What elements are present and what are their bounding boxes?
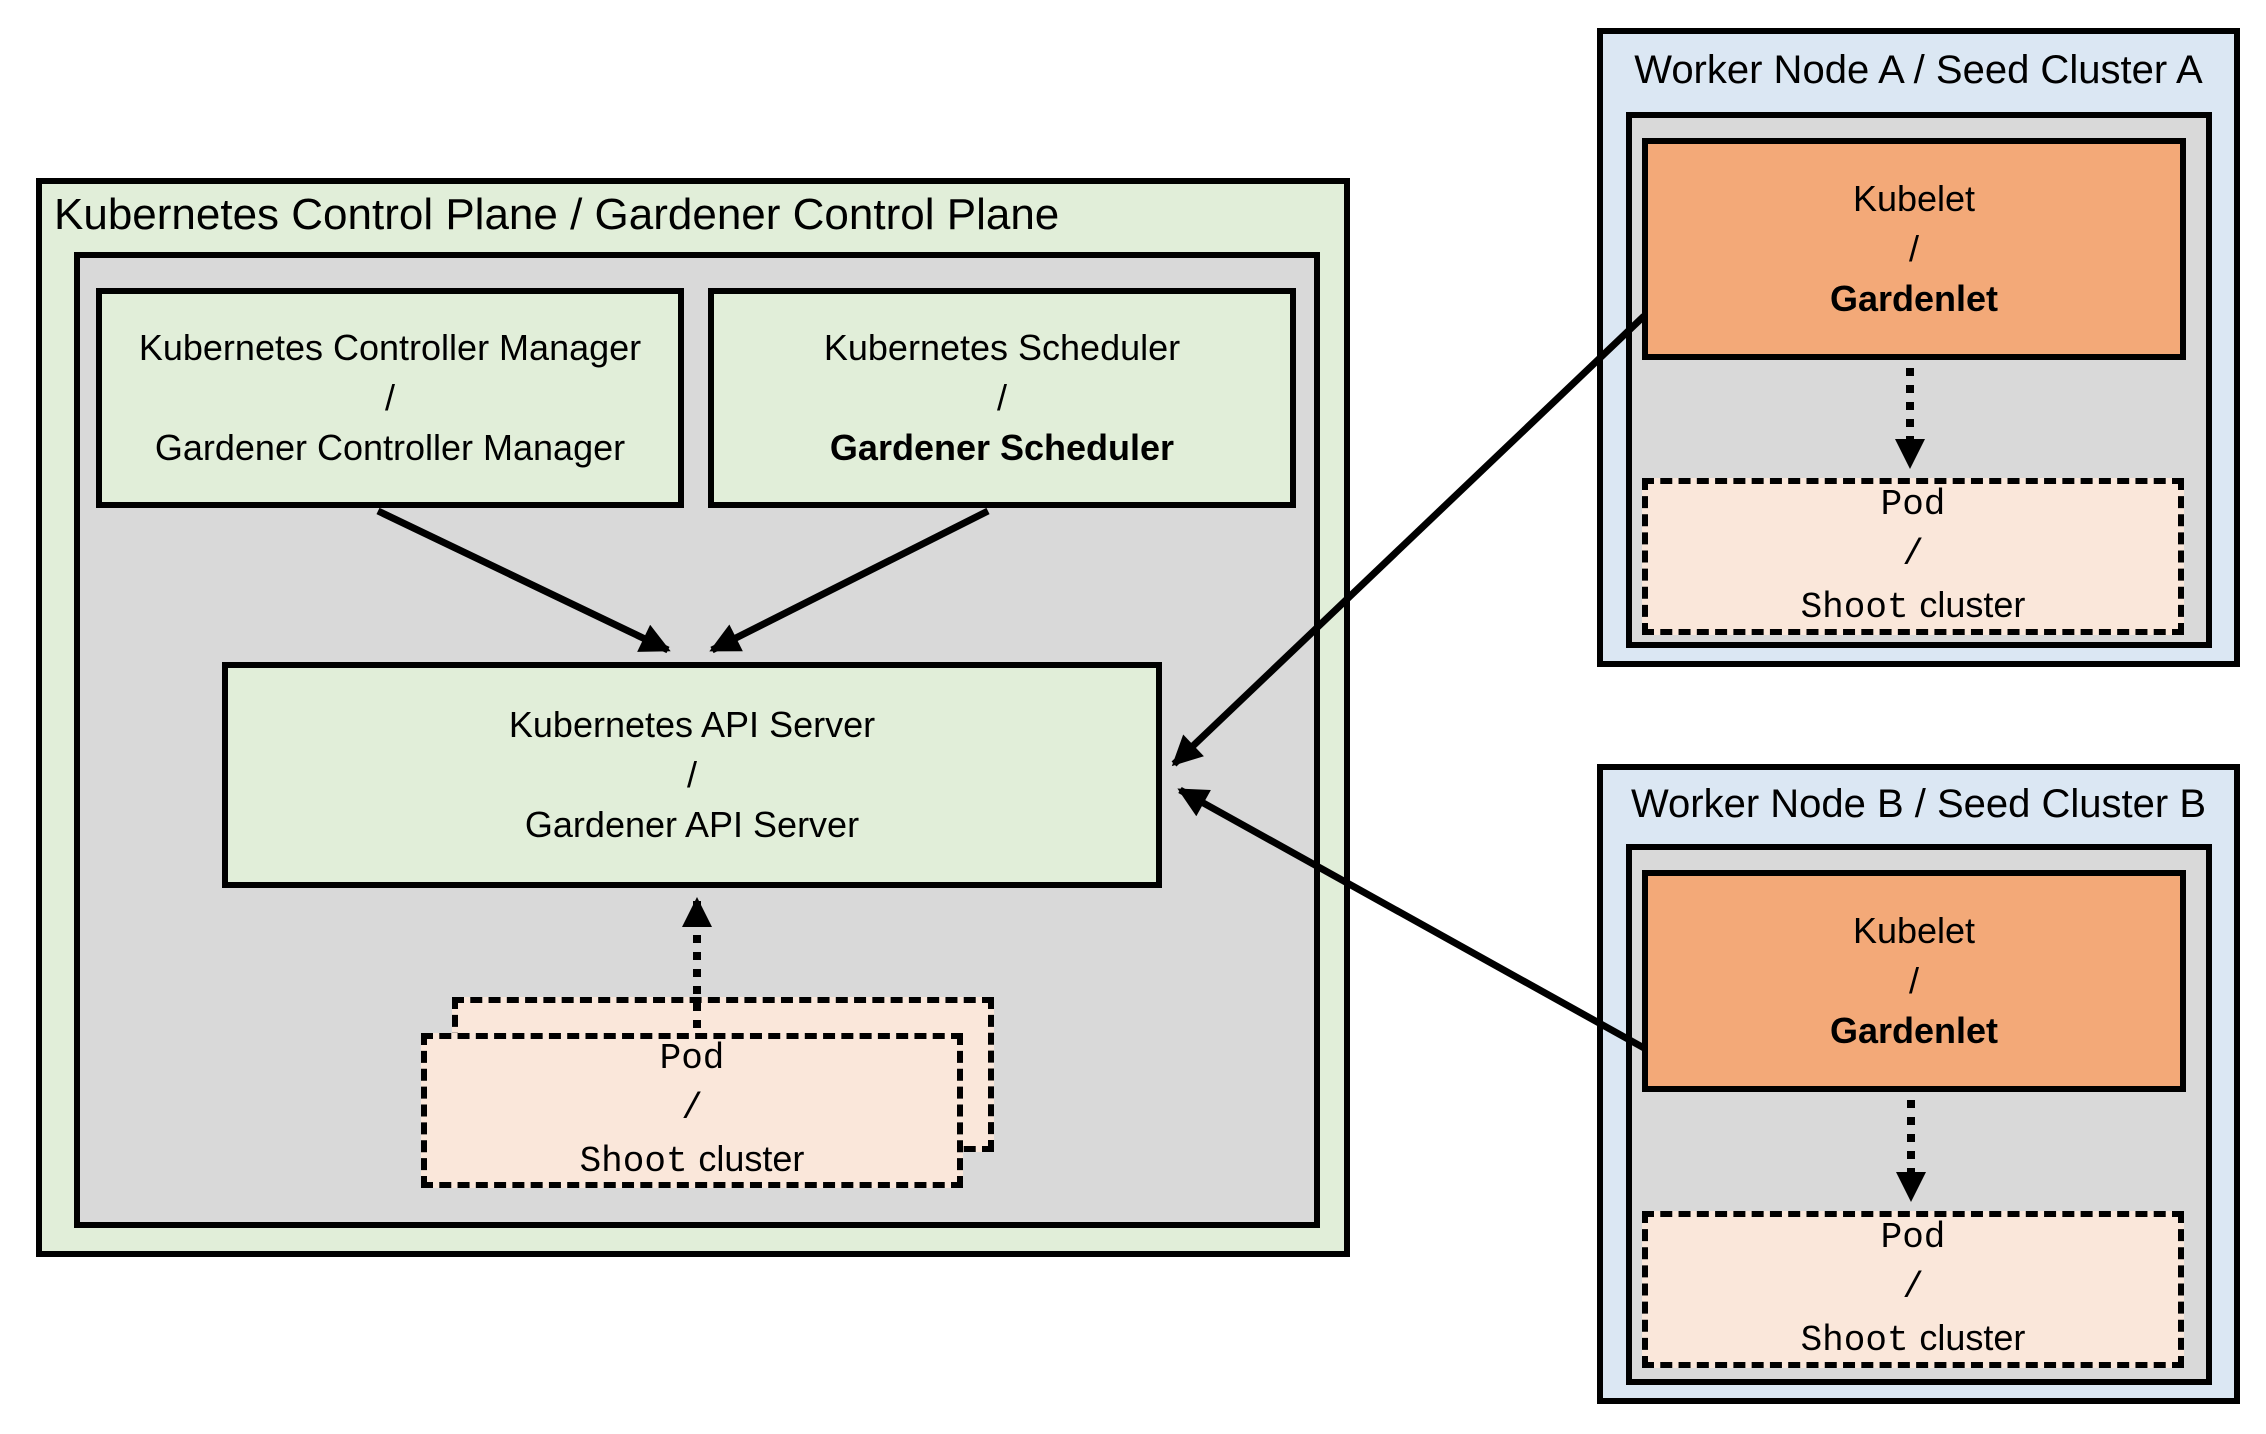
pod-b-line1: Pod <box>1880 1217 1946 1258</box>
kubelet-gardenlet-b-box: Kubelet / Gardenlet <box>1642 870 2186 1092</box>
pod-line1: Pod <box>659 1038 725 1079</box>
kubelet-b-separator: / <box>1908 960 1919 1001</box>
kubelet-b-line2: Gardenlet <box>1829 1010 1999 1051</box>
api-server-box: Kubernetes API Server / Gardener API Ser… <box>222 662 1162 888</box>
pod-a-line2-code: Shoot <box>1800 587 1909 628</box>
scheduler-line1: Kubernetes Scheduler <box>823 327 1181 368</box>
worker-node-a-title: Worker Node A / Seed Cluster A <box>1597 28 2240 112</box>
controller-manager-line2: Gardener Controller Manager <box>154 427 626 468</box>
control-plane-title-label: Kubernetes Control Plane / Gardener Cont… <box>54 190 1060 239</box>
pod-a-separator: / <box>1902 534 1924 575</box>
worker-node-b-title: Worker Node B / Seed Cluster B <box>1597 764 2240 844</box>
kubelet-gardenlet-a-box: Kubelet / Gardenlet <box>1642 138 2186 360</box>
pod-b-separator: / <box>1902 1267 1924 1308</box>
kubelet-b-line1: Kubelet <box>1852 910 1976 951</box>
kubelet-a-separator: / <box>1908 228 1919 269</box>
scheduler-line2: Gardener Scheduler <box>829 427 1175 468</box>
kubelet-a-line2: Gardenlet <box>1829 278 1999 319</box>
pod-b-line2-code: Shoot <box>1800 1320 1909 1361</box>
pod-line2-plain: cluster <box>698 1138 805 1179</box>
api-server-line1: Kubernetes API Server <box>508 704 876 745</box>
pod-b-line2-plain: cluster <box>1919 1317 2026 1358</box>
kubelet-a-line1: Kubelet <box>1852 178 1976 219</box>
pod-a-line1: Pod <box>1880 484 1946 525</box>
pod-a-line2-plain: cluster <box>1919 584 2026 625</box>
api-server-line2: Gardener API Server <box>524 804 860 845</box>
worker-node-a-title-label: Worker Node A / Seed Cluster A <box>1634 47 2203 92</box>
pod-line2-code: Shoot <box>579 1141 688 1182</box>
worker-node-b-title-label: Worker Node B / Seed Cluster B <box>1630 781 2207 826</box>
controller-manager-line1: Kubernetes Controller Manager <box>138 327 642 368</box>
controller-manager-separator: / <box>384 377 395 418</box>
pod-separator: / <box>681 1088 703 1129</box>
control-plane-title: Kubernetes Control Plane / Gardener Cont… <box>36 178 1350 252</box>
api-server-separator: / <box>686 754 697 795</box>
controller-manager-box: Kubernetes Controller Manager / Gardener… <box>96 288 684 508</box>
scheduler-separator: / <box>996 377 1007 418</box>
scheduler-box: Kubernetes Scheduler / Gardener Schedule… <box>708 288 1296 508</box>
